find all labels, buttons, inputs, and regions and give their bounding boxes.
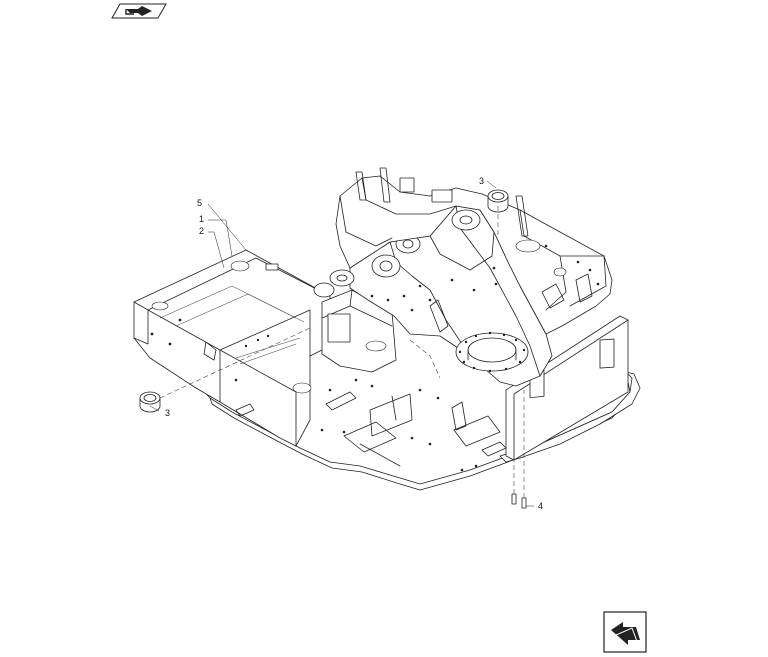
slew-ring (455, 332, 529, 372)
frame-assembly (133, 167, 641, 491)
bushing-lower (139, 391, 161, 413)
assembly-line-lower-bushing (159, 327, 311, 399)
callout-2: 2 (199, 226, 204, 236)
callout-4: 4 (538, 501, 543, 511)
right-side-panel (505, 315, 629, 461)
fittings (511, 493, 527, 509)
callout-5: 5 (197, 198, 202, 208)
return-arrow-icon[interactable] (603, 611, 647, 653)
callout-3-lower: 3 (165, 408, 170, 418)
callout-3-upper: 3 (479, 176, 484, 186)
bushing-upper (487, 189, 509, 213)
book-arrow-icon[interactable] (111, 3, 167, 19)
bolt-circle (458, 331, 526, 373)
callout-1: 1 (199, 214, 204, 224)
